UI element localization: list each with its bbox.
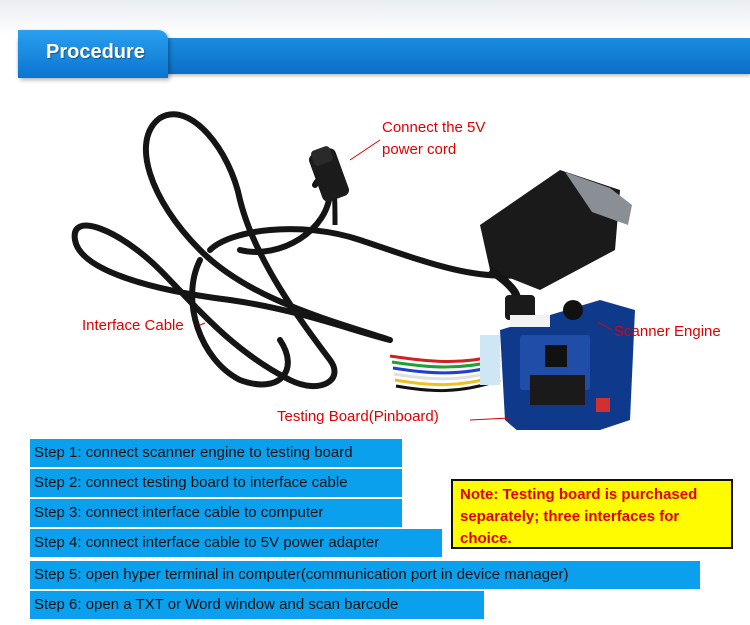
- power-jack-icon: [308, 146, 350, 202]
- step-4: Step 4: connect interface cable to 5V po…: [30, 529, 442, 557]
- scanner-engine-label: Scanner Engine: [614, 323, 721, 340]
- cable-photo: [71, 111, 635, 430]
- header-tab: [18, 30, 168, 78]
- pcb-board-icon: [480, 300, 635, 430]
- testing-board-label: Testing Board(Pinboard): [277, 408, 439, 425]
- step-1: Step 1: connect scanner engine to testin…: [30, 439, 402, 467]
- pointer-lines: [199, 139, 613, 421]
- page-title: Procedure: [46, 41, 145, 63]
- db9-connector-icon: [480, 170, 632, 320]
- step-5: Step 5: open hyper terminal in computer(…: [30, 561, 700, 589]
- power-cord-label: Connect the 5V power cord: [382, 119, 486, 158]
- step-3: Step 3: connect interface cable to compu…: [30, 499, 402, 527]
- interface-cable-label: Interface Cable: [82, 317, 184, 334]
- note-box: Note: Testing board is purchased separat…: [451, 479, 733, 549]
- step-2: Step 2: connect testing board to interfa…: [30, 469, 402, 497]
- step-6: Step 6: open a TXT or Word window and sc…: [30, 591, 484, 619]
